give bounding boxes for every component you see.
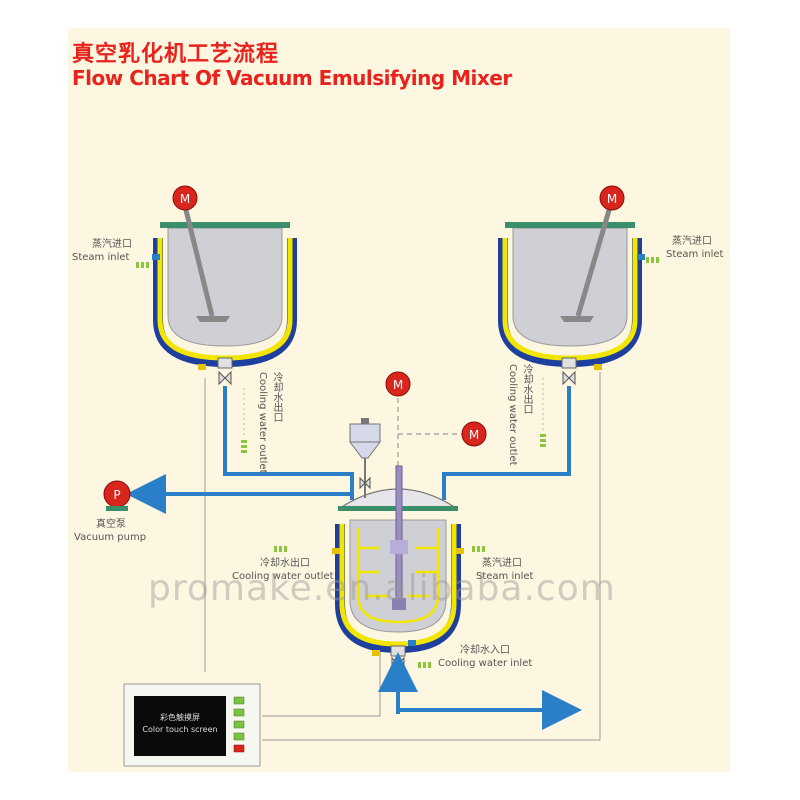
steam-inlet-right-cn: 蒸汽进口 — [672, 236, 712, 247]
cooling-outlet-main-en: Cooling water outlet — [232, 571, 334, 582]
control-panel — [123, 683, 261, 767]
cooling-outlet-right-cn: 冷却水出口 — [521, 364, 532, 414]
vacuum-pump-en: Vacuum pump — [74, 532, 147, 543]
left-tank — [152, 209, 297, 386]
svg-text:M: M — [180, 192, 190, 206]
left-motor: M — [172, 185, 198, 211]
svg-text:M: M — [607, 192, 617, 206]
cooling-inlet-main-en: Cooling water inlet — [438, 658, 533, 669]
steam-inlet-right-en: Steam inlet — [666, 249, 724, 260]
watermark: promake.en.alibaba.com — [148, 568, 616, 609]
cooling-water-pipes — [378, 652, 582, 730]
steam-inlet-main-en: Steam inlet — [476, 571, 534, 582]
title-english: Flow Chart Of Vacuum Emulsifying Mixer — [72, 66, 512, 90]
cooling-outlet-left-cn: 冷却水出口 — [271, 372, 282, 422]
flow-indicator-marks — [136, 257, 659, 668]
feed-hopper — [349, 418, 381, 498]
svg-text:M: M — [469, 428, 479, 442]
flow-indicator-lines — [243, 378, 544, 436]
steam-inlet-main-cn: 蒸汽进口 — [482, 558, 522, 569]
steam-inlet-left-cn: 蒸汽进口 — [92, 239, 132, 250]
main-tank — [332, 465, 464, 672]
cooling-outlet-left-en: Cooling water outlet — [257, 372, 268, 474]
steam-inlet-left-en: Steam inlet — [72, 252, 130, 263]
svg-text:M: M — [393, 378, 403, 392]
main-side-motor: M — [461, 421, 487, 447]
svg-text:P: P — [113, 488, 120, 502]
touch-screen-cn: 彩色触摸屏 — [160, 713, 200, 722]
cooling-inlet-main-cn: 冷却水入口 — [460, 645, 510, 656]
vacuum-pump: P — [103, 480, 131, 511]
vacuum-pump-cn: 真空泵 — [96, 519, 126, 530]
cooling-outlet-right-en: Cooling water outlet — [507, 364, 518, 466]
right-motor: M — [599, 185, 625, 211]
right-tank — [498, 199, 645, 386]
touch-screen-en: Color touch screen — [142, 725, 218, 734]
main-top-motor: M — [385, 371, 411, 397]
title-chinese: 真空乳化机工艺流程 — [72, 42, 280, 67]
cooling-outlet-main-cn: 冷却水出口 — [260, 558, 310, 569]
transfer-pipes — [223, 386, 571, 500]
